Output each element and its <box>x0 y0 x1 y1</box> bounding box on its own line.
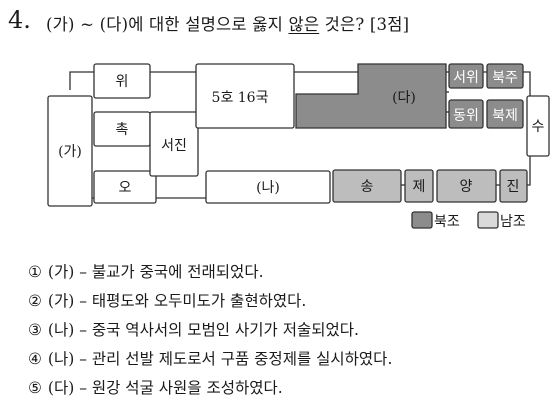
connector-line <box>69 71 531 96</box>
choice-3[interactable]: ③ (나) – 중국 역사서의 모범인 사기가 저술되었다. <box>28 316 392 345</box>
label-seowi: 서위 <box>453 70 479 86</box>
choice-5[interactable]: ⑤ (다) – 원강 석굴 사원을 조성하였다. <box>28 374 392 403</box>
legend-north-swatch <box>411 211 433 229</box>
label-su: 수 <box>532 119 545 135</box>
box-wi <box>93 63 151 99</box>
label-ga: (가) <box>58 144 82 160</box>
choice-number: ④ <box>28 350 42 368</box>
box-bukju <box>486 63 524 89</box>
choice-4[interactable]: ④ (나) – 관리 선발 제도로서 구품 중정제를 실시하였다. <box>28 345 392 374</box>
label-dongwi: 동위 <box>453 108 479 124</box>
legend-south-swatch <box>477 211 499 229</box>
box-su <box>526 95 550 157</box>
box-da <box>295 63 447 129</box>
choice-text: (나) – 중국 역사서의 모범인 사기가 저술되었다. <box>47 321 359 339</box>
box-ga <box>47 95 93 207</box>
choice-number: ⑤ <box>28 379 42 397</box>
box-seowi <box>448 63 484 89</box>
label-song: 송 <box>361 179 374 195</box>
box-dongwi <box>448 99 484 129</box>
choice-text: (다) – 원강 석굴 사원을 조성하였다. <box>47 379 283 397</box>
label-bukje: 북제 <box>492 108 518 124</box>
choice-2[interactable]: ② (가) – 태평도와 오두미도가 출현하였다. <box>28 287 392 316</box>
label-hojo: 5호 16국 <box>212 90 269 106</box>
box-seojin <box>149 111 199 177</box>
box-yang <box>436 169 497 203</box>
choice-1[interactable]: ① (가) – 불교가 중국에 전래되었다. <box>28 258 392 287</box>
label-chok: 촉 <box>116 122 129 138</box>
dynasty-diagram: (가) 위 촉 오 서진 5호 16국 (다) 서위 동위 북주 북제 수 (나… <box>47 63 550 230</box>
question-underlined: 않은 <box>288 15 320 34</box>
question-text: (가) ~ (다)에 대한 설명으로 옳지 않은 것은? [3점] <box>46 11 409 35</box>
box-bukje <box>486 99 524 129</box>
choice-text: (가) – 태평도와 오두미도가 출현하였다. <box>47 292 307 310</box>
connector-line <box>527 156 531 186</box>
choice-number: ③ <box>28 321 42 339</box>
label-je: 제 <box>413 179 426 195</box>
label-seojin: 서진 <box>161 138 187 154</box>
label-bukju: 북주 <box>492 70 518 86</box>
label-yang: 양 <box>460 179 473 195</box>
label-wi: 위 <box>116 74 129 90</box>
legend-south-label: 남조 <box>500 214 526 230</box>
legend-north-label: 북조 <box>434 214 460 230</box>
choice-number: ① <box>28 263 42 281</box>
label-o: 오 <box>119 180 132 196</box>
box-o <box>93 170 157 204</box>
choice-list: ① (가) – 불교가 중국에 전래되었다. ② (가) – 태평도와 오두미도가 … <box>28 258 392 403</box>
label-na: (나) <box>256 180 280 196</box>
connector-line <box>149 176 206 199</box>
question-text-before: (가) ~ (다)에 대한 설명으로 옳지 <box>46 15 289 34</box>
box-hojo <box>195 63 295 129</box>
question-text-after: 것은? [3점] <box>319 15 410 34</box>
box-je <box>404 169 434 203</box>
box-jin <box>499 169 528 203</box>
box-na <box>205 170 331 204</box>
label-jin: 진 <box>507 179 520 195</box>
choice-number: ② <box>28 292 42 310</box>
choice-text: (나) – 관리 선발 제도로서 구품 중정제를 실시하였다. <box>47 350 393 368</box>
box-song <box>332 169 402 203</box>
label-da: (다) <box>392 90 416 106</box>
choice-text: (가) – 불교가 중국에 전래되었다. <box>47 263 264 281</box>
question-number: 4. <box>8 6 31 34</box>
